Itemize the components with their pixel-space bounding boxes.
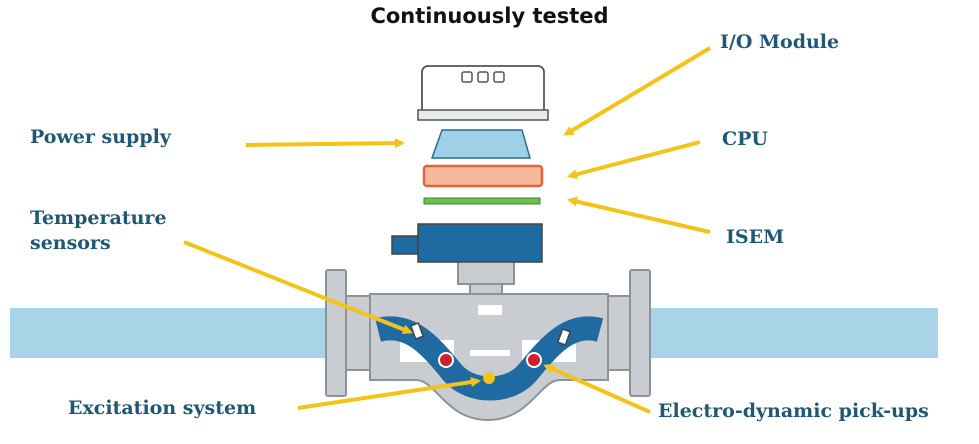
arrow-pickups (543, 364, 651, 414)
flange-right (607, 269, 651, 397)
arrow-power-supply (245, 138, 405, 149)
arrow-excitation (297, 377, 481, 410)
temperature-sensor-right (556, 328, 572, 346)
temperature-sensor-left (409, 322, 425, 340)
housing-window-top (478, 305, 502, 315)
flange-left (325, 269, 371, 397)
arrow-io-module (563, 46, 712, 136)
label-temperature-sensors: Temperature sensors (30, 207, 167, 254)
pickup-right (526, 352, 542, 368)
housing-slot (470, 350, 510, 356)
pipe-left (10, 308, 330, 358)
io-module-terminals (461, 71, 505, 83)
label-power-supply: Power supply (30, 126, 171, 148)
cpu-board (422, 164, 544, 188)
io-module-base (417, 109, 549, 121)
label-cpu: CPU (722, 128, 768, 150)
pickup-left (438, 352, 454, 368)
arrow-cpu (567, 140, 701, 180)
arrow-temperature (183, 240, 413, 335)
power-supply-board (430, 129, 531, 159)
label-excitation-system: Excitation system (68, 397, 257, 419)
label-isem: ISEM (726, 226, 785, 248)
sensor-housing (369, 293, 609, 422)
label-pickups: Electro-dynamic pick-ups (658, 400, 929, 422)
diagram-title: Continuously tested (370, 4, 609, 28)
arrow-isem (567, 196, 711, 234)
neck-base (469, 283, 503, 295)
isem-housing (417, 223, 543, 263)
isem-connector (391, 235, 419, 255)
exciter (483, 372, 495, 384)
isem-board (423, 197, 541, 205)
label-io-module: I/O Module (720, 31, 840, 53)
pipe-right (648, 308, 938, 358)
